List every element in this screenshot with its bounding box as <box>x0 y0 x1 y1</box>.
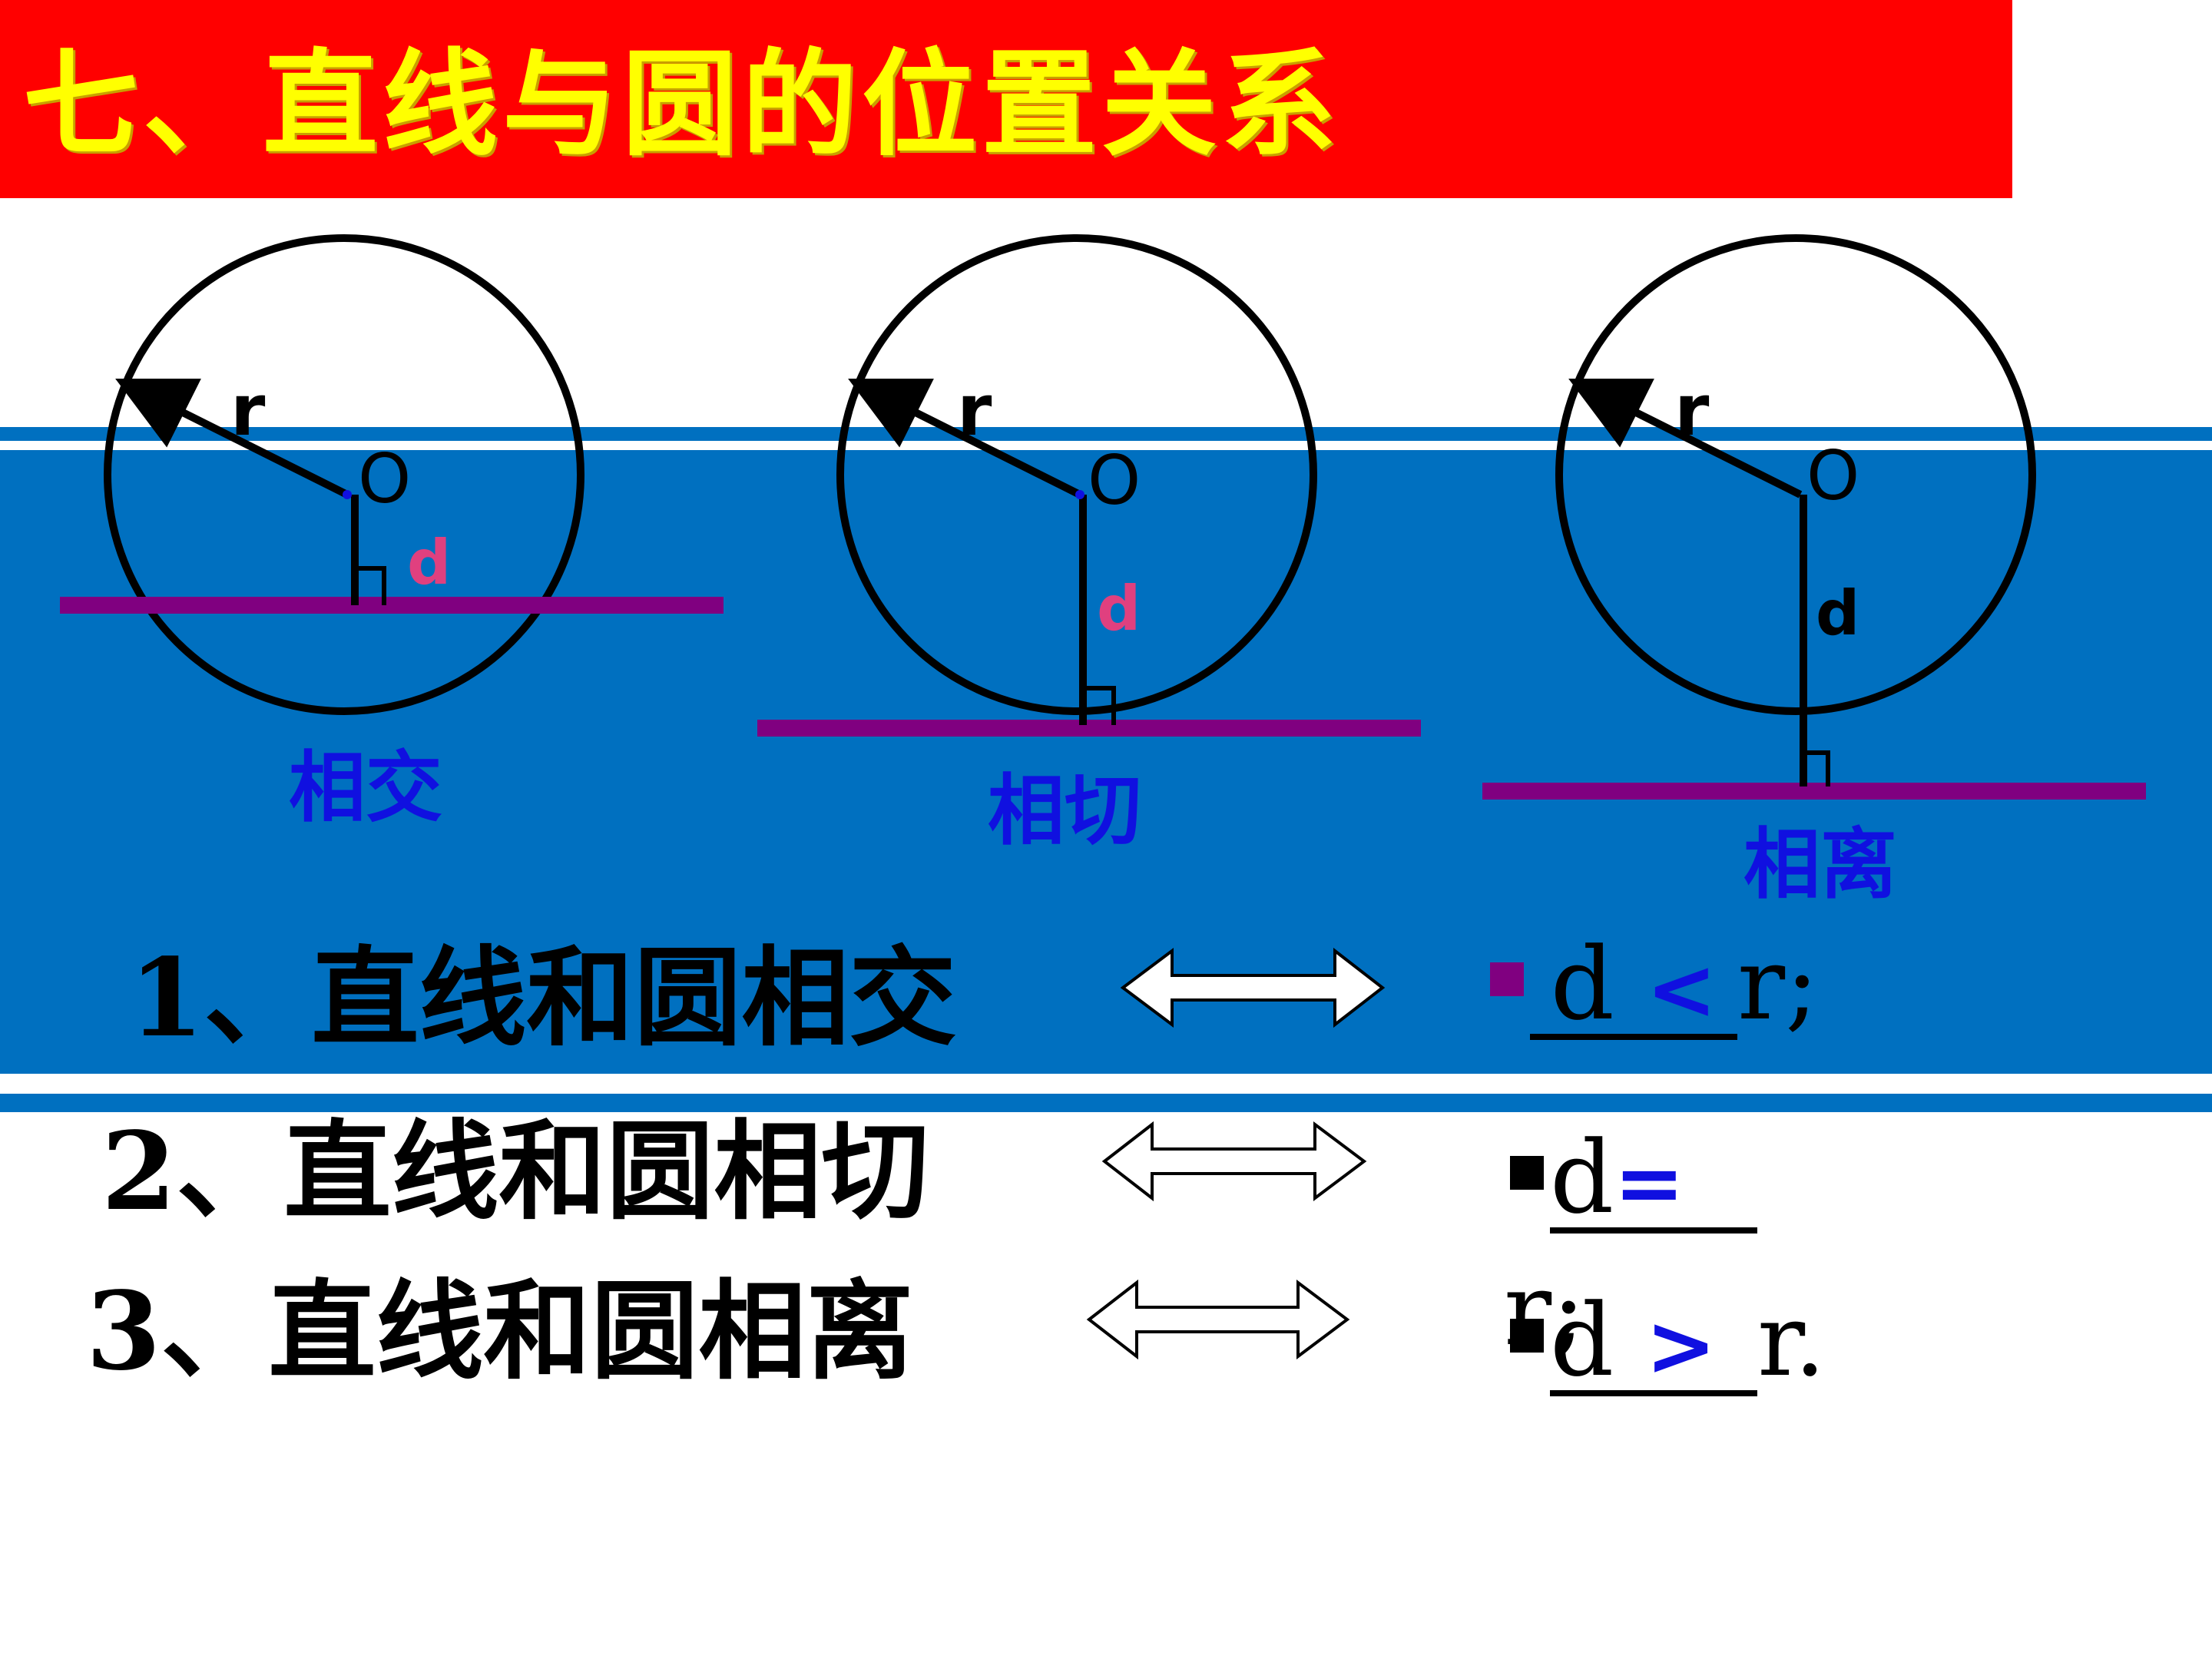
formula-rhs-3: r. <box>1757 1282 1826 1399</box>
formula-lhs-2: d <box>1550 1119 1614 1236</box>
blank-3: d > <box>1550 1290 1757 1396</box>
statement-3: 3、直线和圆相离 <box>86 1269 914 1395</box>
right-angle-mark-icon <box>1803 750 1830 786</box>
center-point-1 <box>343 490 352 499</box>
center-point-2 <box>1075 490 1084 499</box>
blue-band-stripe-bottom <box>0 1094 2212 1112</box>
formula-lhs-3: d <box>1550 1282 1614 1399</box>
blue-band-stripe-top <box>0 427 2212 441</box>
distance-label-2: d <box>1097 573 1141 644</box>
blue-band-main <box>0 450 2212 1074</box>
distance-label-3: d <box>1816 578 1859 649</box>
diagram-separate: r O d 相离 <box>1482 234 2146 909</box>
diagram-intersect: r O d 相交 <box>60 234 724 833</box>
formula-symbol-2: = <box>1614 1134 1685 1232</box>
formula-1: d <r; <box>1490 934 1819 1040</box>
diagram-tangent: r O d 相切 <box>757 234 1421 856</box>
radius-label-3: r <box>1674 369 1710 452</box>
circle-2 <box>836 234 1317 715</box>
relation-label-2: 相切 <box>988 766 1141 856</box>
right-angle-mark-icon <box>1083 686 1116 725</box>
formula-rhs-1: r; <box>1737 926 1819 1042</box>
blank-1: d < <box>1530 934 1737 1040</box>
double-arrow-icon <box>1101 1121 1367 1202</box>
radius-2 <box>848 379 1082 498</box>
formula-lhs-1: d <box>1550 926 1614 1042</box>
radius-3 <box>1568 379 1803 498</box>
relation-label-1: 相交 <box>289 743 442 833</box>
formula-2: d= <box>1510 1128 1757 1233</box>
slide-title: 七、直线与圆的位置关系 <box>23 38 1342 172</box>
distance-label-1: d <box>407 527 451 598</box>
relation-label-3: 相离 <box>1743 820 1897 909</box>
center-label-1: O <box>358 439 411 518</box>
radius-1 <box>115 379 349 498</box>
statement-2: 2、直线和圆相切 <box>101 1109 929 1235</box>
blank-2: d= <box>1550 1128 1757 1233</box>
bullet-square-icon <box>1510 1155 1544 1190</box>
bullet-square-icon <box>1490 962 1524 996</box>
statement-1: 1、直线和圆相交 <box>129 935 957 1061</box>
double-arrow-icon <box>1086 1279 1350 1360</box>
formula-3: d >r. <box>1510 1290 1826 1396</box>
center-label-3: O <box>1806 436 1859 515</box>
center-label-2: O <box>1088 441 1141 520</box>
bullet-square-icon <box>1510 1318 1544 1353</box>
formula-symbol-3: > <box>1645 1296 1717 1395</box>
radius-label-2: r <box>957 369 992 452</box>
circle-3 <box>1555 234 2036 715</box>
circle-1 <box>104 234 584 715</box>
right-angle-mark-icon <box>355 566 386 605</box>
radius-label-1: r <box>230 369 266 452</box>
title-bar <box>0 0 2012 198</box>
double-arrow-icon <box>1120 947 1386 1028</box>
formula-symbol-1: < <box>1646 940 1717 1038</box>
